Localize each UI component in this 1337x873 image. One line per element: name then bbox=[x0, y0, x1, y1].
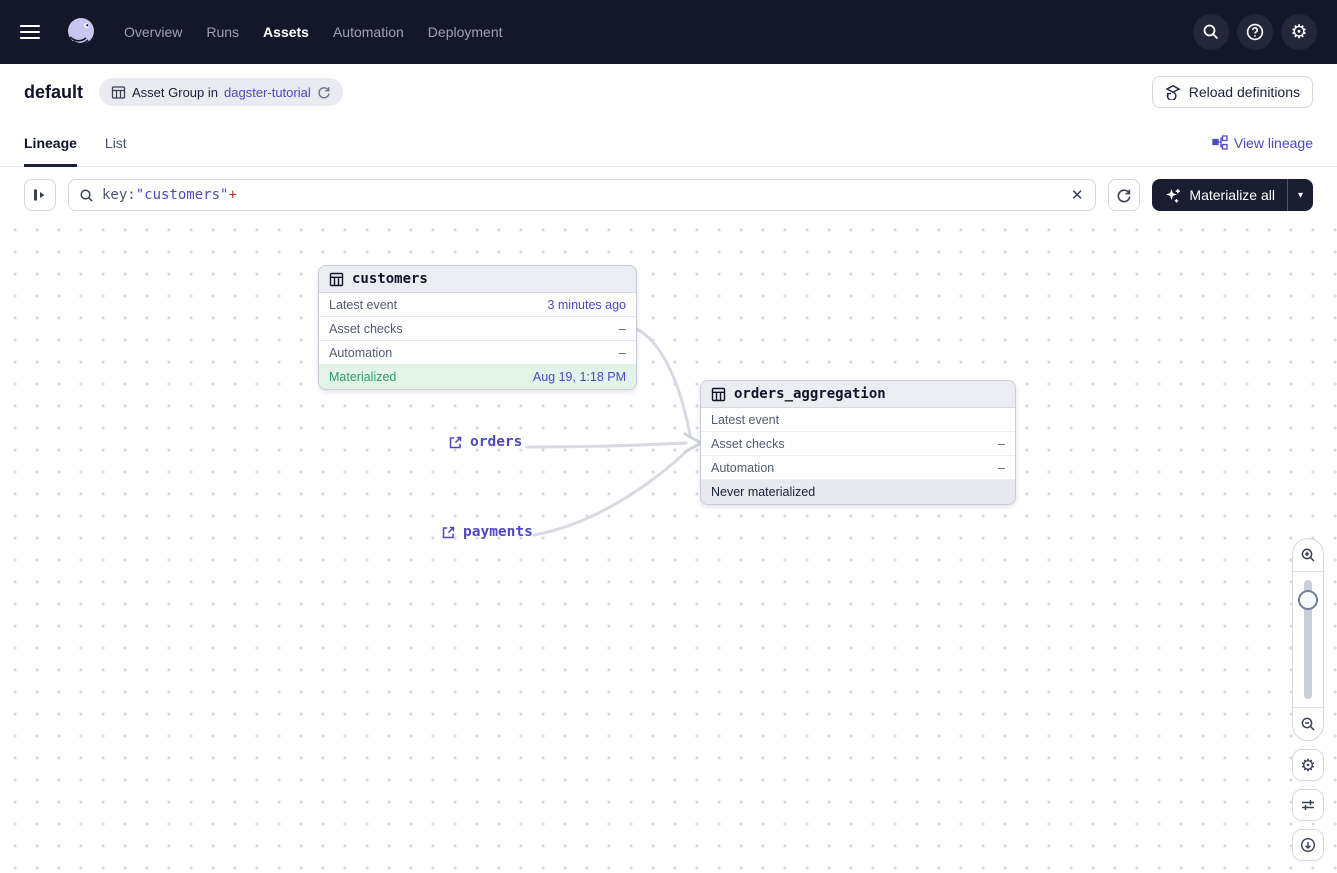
materialization-status: Never materialized bbox=[701, 480, 1015, 504]
table-grid-icon bbox=[711, 387, 726, 402]
dagster-logo-icon[interactable] bbox=[64, 15, 98, 49]
tabs-bar: Lineage List View lineage bbox=[0, 120, 1337, 167]
materialization-status: Materialized Aug 19, 1:18 PM bbox=[319, 365, 636, 389]
lineage-canvas[interactable]: customers Latest event 3 minutes ago Ass… bbox=[0, 223, 1337, 873]
sparkle-icon bbox=[1164, 187, 1181, 204]
lineage-graph-icon bbox=[1212, 135, 1228, 151]
asset-search-input[interactable]: key:"customers"+ ✕ bbox=[68, 179, 1097, 211]
materialize-caret-icon[interactable]: ▾ bbox=[1287, 179, 1313, 211]
zoom-slider-track[interactable] bbox=[1304, 580, 1312, 699]
search-icon[interactable] bbox=[1193, 14, 1229, 50]
table-grid-icon bbox=[111, 85, 126, 100]
tab-lineage[interactable]: Lineage bbox=[24, 120, 77, 167]
zoom-slider-thumb[interactable] bbox=[1298, 590, 1318, 610]
clear-search-icon[interactable]: ✕ bbox=[1070, 186, 1084, 204]
zoom-out-icon[interactable] bbox=[1293, 708, 1323, 740]
external-link-icon bbox=[441, 525, 456, 540]
refresh-icon[interactable] bbox=[317, 85, 331, 99]
search-query-text: key:"customers"+ bbox=[102, 187, 237, 203]
help-icon[interactable] bbox=[1237, 14, 1273, 50]
asset-row-automation: Automation – bbox=[319, 341, 636, 365]
asset-row-automation: Automation – bbox=[701, 456, 1015, 480]
external-asset-orders[interactable]: orders bbox=[448, 434, 522, 450]
nav-item-automation[interactable]: Automation bbox=[332, 24, 404, 40]
nav-links: Overview Runs Assets Automation Deployme… bbox=[124, 24, 503, 40]
asset-node-customers[interactable]: customers Latest event 3 minutes ago Ass… bbox=[318, 265, 637, 390]
top-nav: Overview Runs Assets Automation Deployme… bbox=[0, 0, 1337, 64]
latest-event-link[interactable]: 3 minutes ago bbox=[547, 297, 626, 312]
collapse-sidebar-icon[interactable] bbox=[24, 179, 56, 211]
nav-item-deployment[interactable]: Deployment bbox=[427, 24, 503, 40]
zoom-controls bbox=[1292, 538, 1324, 741]
refresh-graph-icon[interactable] bbox=[1108, 179, 1141, 211]
zoom-slider[interactable] bbox=[1293, 572, 1323, 707]
reload-definitions-button[interactable]: Reload definitions bbox=[1151, 76, 1313, 108]
asset-row-asset-checks: Asset checks – bbox=[319, 317, 636, 341]
nav-item-assets[interactable]: Assets bbox=[263, 24, 309, 40]
materialize-all-button[interactable]: Materialize all bbox=[1152, 179, 1287, 211]
external-link-icon bbox=[448, 435, 463, 450]
materialize-split-button: Materialize all ▾ bbox=[1152, 179, 1313, 211]
code-location-reload-icon bbox=[1165, 84, 1181, 100]
asset-node-orders-aggregation[interactable]: orders_aggregation Latest event Asset ch… bbox=[700, 380, 1016, 505]
graph-settings-gear-icon[interactable]: ⚙ bbox=[1292, 749, 1324, 781]
asset-row-latest-event: Latest event 3 minutes ago bbox=[319, 293, 636, 317]
table-grid-icon bbox=[329, 272, 344, 287]
view-lineage-link[interactable]: View lineage bbox=[1212, 120, 1313, 166]
lineage-edges bbox=[525, 327, 703, 537]
asset-row-asset-checks: Asset checks – bbox=[701, 432, 1015, 456]
zoom-in-icon[interactable] bbox=[1293, 539, 1323, 571]
page-title: default bbox=[24, 81, 84, 102]
settings-gear-icon[interactable]: ⚙ bbox=[1281, 14, 1317, 50]
nav-item-overview[interactable]: Overview bbox=[124, 24, 183, 40]
search-icon bbox=[79, 188, 94, 203]
recenter-download-icon[interactable] bbox=[1292, 829, 1324, 861]
nav-item-runs[interactable]: Runs bbox=[206, 24, 240, 40]
asset-group-badge: Asset Group in dagster-tutorial bbox=[99, 78, 343, 106]
graph-filters-icon[interactable] bbox=[1292, 789, 1324, 821]
reload-definitions-label: Reload definitions bbox=[1188, 84, 1300, 100]
tab-list[interactable]: List bbox=[104, 135, 127, 151]
external-asset-label: orders bbox=[470, 434, 523, 450]
page-header: default Asset Group in dagster-tutorial … bbox=[0, 64, 1337, 120]
menu-icon[interactable] bbox=[20, 18, 48, 46]
external-asset-payments[interactable]: payments bbox=[441, 524, 533, 540]
view-lineage-label: View lineage bbox=[1233, 135, 1313, 151]
asset-node-header: orders_aggregation bbox=[701, 381, 1015, 408]
external-asset-label: payments bbox=[463, 524, 533, 540]
asset-node-header: customers bbox=[319, 266, 636, 293]
asset-row-latest-event: Latest event bbox=[701, 408, 1015, 432]
code-location-link[interactable]: dagster-tutorial bbox=[224, 84, 311, 100]
asset-name: orders_aggregation bbox=[734, 386, 886, 402]
asset-name: customers bbox=[352, 271, 428, 287]
lineage-toolbar: key:"customers"+ ✕ Materialize all ▾ bbox=[0, 167, 1337, 223]
materialize-all-label: Materialize all bbox=[1189, 187, 1275, 203]
badge-text: Asset Group in bbox=[132, 84, 219, 100]
materialization-timestamp[interactable]: Aug 19, 1:18 PM bbox=[532, 370, 626, 384]
